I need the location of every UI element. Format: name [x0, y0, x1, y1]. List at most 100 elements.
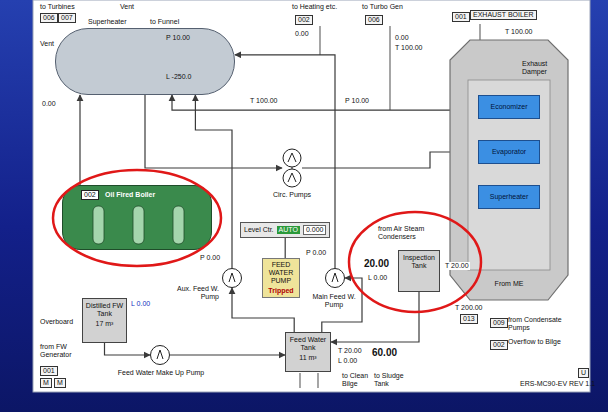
pipe-connector [105, 343, 151, 355]
pipe-label: to Turbo Gen [362, 3, 403, 11]
tag-box: 001 [40, 366, 58, 376]
node-text: Main Feed W. Pump [311, 293, 357, 309]
pipe [319, 26, 320, 55]
pump-symbol [283, 169, 301, 187]
highlight-ellipse [349, 212, 481, 312]
pipe-label: to Heating etc. [292, 3, 337, 11]
pipe-connector [172, 95, 450, 110]
node-text: 17 m³ [96, 320, 114, 328]
pump-symbol [283, 149, 301, 167]
tag-box: 006 [40, 13, 58, 23]
tag-box: 009 [490, 318, 508, 328]
pipe-label: from Condensate Pumps [508, 316, 563, 332]
tag-box: 002 [295, 15, 313, 25]
pipe-label: to Turbines [40, 3, 75, 11]
economizer-box: Economizer [478, 95, 540, 119]
node-text: Oil Fired Boiler [105, 191, 155, 199]
tag-box: 007 [58, 13, 76, 23]
pump-arrow [288, 173, 296, 182]
pipe-label: from Air Steam Condensers [378, 225, 433, 241]
pipe-connector [285, 238, 286, 258]
pipe-label: L 0.00 [131, 300, 150, 308]
tag-box: M [40, 378, 52, 388]
pump-arrow [332, 273, 338, 282]
pipe-label: P 0.00 [306, 249, 326, 257]
boiler-tube [173, 206, 184, 244]
node-text: 002 [81, 190, 99, 200]
tag-box: U [578, 368, 589, 378]
node-text: AUTO [277, 226, 300, 234]
pipe [317, 373, 318, 388]
pipe-label: from FW Generator [40, 343, 80, 359]
pump-arrow [288, 153, 296, 162]
pipe-label: L 0.00 [338, 357, 357, 365]
node-text: Inspection Tank [401, 254, 437, 270]
node-text: Superheater [490, 193, 529, 201]
pipe-connector [235, 55, 335, 268]
pipe-label: 60.00 [372, 347, 397, 358]
tag-box: M [54, 378, 66, 388]
circulation-pumps: Circ. Pumps [282, 148, 302, 188]
evaporator-box: Evaporator [478, 140, 540, 164]
pump-symbol: Main Feed W. Pump [325, 268, 345, 288]
pipe-label: Vent [120, 3, 134, 11]
node-outline [450, 40, 568, 300]
pipe-label: T 100.00 [505, 28, 533, 36]
node-text: From ME [450, 280, 568, 288]
boiler-tube [133, 206, 144, 244]
node-text: Circ. Pumps [270, 191, 314, 199]
steam-drum: P 10.00 L -250.0 [55, 28, 235, 95]
node-text: Level Ctr. [244, 226, 274, 234]
pipe-connector [170, 354, 285, 355]
pipe-connector [145, 95, 282, 168]
pipe-label: ERS-MC90-EV REV 1.1 [520, 380, 595, 388]
tag-box: EXHAUST BOILER [470, 10, 537, 20]
node-text: Tripped [268, 287, 293, 295]
pipe-label: T 200.00 [455, 304, 483, 312]
pipe-label: Exhaust Damper [522, 60, 562, 76]
pipe-label: T 20.00 [338, 347, 362, 355]
pipe-label: P 0.00 [200, 254, 220, 262]
pipe-label: to Sludge Tank [374, 372, 406, 388]
node-text: 0.000 [303, 225, 327, 235]
oil-fired-boiler: 002 Oil Fired Boiler [62, 185, 212, 250]
node-outline [151, 346, 171, 366]
tag-box: 013 [460, 314, 478, 324]
node-text: 11 m³ [299, 354, 316, 362]
inspection-tank: Inspection Tank [398, 250, 440, 292]
highlight-ellipse [53, 170, 221, 266]
superheater-box: Superheater [478, 185, 540, 209]
pipe [389, 26, 390, 110]
pipe-label: Vent [40, 40, 54, 48]
node-text: Aux. Feed W. Pump [171, 285, 219, 301]
pipe-label: Overboard [40, 318, 73, 326]
pipe-label: Superheater [88, 18, 127, 26]
pipe-label: T 20.00 [444, 262, 470, 270]
node-text: L -250.0 [166, 73, 191, 81]
pipe-label: 0.00 [42, 100, 56, 108]
tag-box: 006 [365, 15, 383, 25]
pump-arrow [229, 273, 235, 282]
node-text: Feed Water Tank [288, 336, 328, 352]
pump-symbol: Feed Water Make Up Pump [150, 345, 170, 365]
tag-box: 002 [490, 340, 508, 350]
distilled-water-tank: Distilled FW Tank17 m³ [82, 298, 127, 343]
pump-status-box: FEED WATER PUMPTripped [262, 258, 300, 298]
boiler-casing [450, 40, 568, 300]
boiler-tube [93, 206, 104, 244]
pipe-label: T 100.00 [250, 97, 278, 105]
pipe-label: 0.00 [295, 30, 309, 38]
pipe-label: 0.00 [395, 34, 409, 42]
pipe [299, 373, 300, 388]
pipe-label: Overflow to Bilge [508, 338, 563, 346]
pipe-label: 20.00 [364, 258, 389, 269]
node-outline [282, 148, 302, 188]
pump-symbol: Aux. Feed W. Pump [222, 268, 242, 288]
node-text: P 10.00 [166, 34, 190, 42]
pipe-connector [79, 95, 80, 185]
pipe-label: P 10.00 [345, 97, 369, 105]
screen-panel [33, 0, 590, 392]
boiler-duct [468, 80, 550, 270]
exhaust-boiler: From ME EconomizerEvaporatorSuperheater [450, 40, 568, 300]
